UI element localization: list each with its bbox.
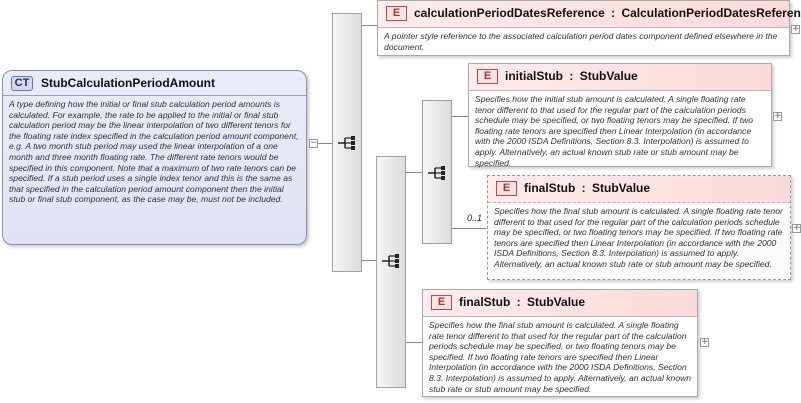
type-separator: : xyxy=(581,181,586,195)
element-box-calculation-period-dates-reference[interactable]: E calculationPeriodDatesReference : Calc… xyxy=(377,0,801,56)
element-badge: E xyxy=(496,181,517,196)
connector-ct-to-sequence xyxy=(318,143,332,144)
complex-type-name: StubCalculationPeriodAmount xyxy=(41,76,215,90)
element-header: E finalStub : StubValue xyxy=(488,176,790,203)
cardinality-label: 0..1 xyxy=(467,213,483,223)
element-name: initialStub xyxy=(505,69,563,83)
connector-seq1-to-element-1 xyxy=(362,25,378,26)
connector-seq2-to-element-2 xyxy=(452,116,468,117)
element-badge: E xyxy=(477,69,498,84)
sequence-compositor-3[interactable] xyxy=(422,100,452,244)
element-description: A pointer style reference to the associa… xyxy=(384,31,778,52)
type-separator: : xyxy=(516,295,521,309)
complex-type-box[interactable]: CT StubCalculationPeriodAmount A type de… xyxy=(2,70,307,245)
element-description: Specifies how the initial stub amount is… xyxy=(475,94,754,168)
element-header: E finalStub : StubValue xyxy=(423,290,697,317)
element-name: finalStub xyxy=(524,181,576,195)
expand-icon[interactable]: + xyxy=(700,337,709,347)
element-description: Specifies how the final stub amount is c… xyxy=(429,320,692,394)
element-description: Specifies how the final stub amount is c… xyxy=(494,206,783,269)
element-title: calculationPeriodDatesReference : Calcul… xyxy=(414,6,801,20)
expand-icon[interactable]: + xyxy=(791,24,800,34)
element-header: E initialStub : StubValue xyxy=(469,64,771,91)
element-badge: E xyxy=(386,6,407,21)
type-separator: : xyxy=(611,6,616,20)
element-title: finalStub : StubValue xyxy=(524,181,650,195)
sequence-icon xyxy=(382,254,399,268)
sequence-icon xyxy=(428,166,445,180)
element-type: StubValue xyxy=(592,181,651,195)
sequence-compositor-1[interactable] xyxy=(332,13,362,272)
connector-seq2-to-element-3 xyxy=(452,228,486,229)
element-box-final-stub[interactable]: E finalStub : StubValue Specifies how th… xyxy=(422,289,698,397)
element-type: StubValue xyxy=(579,69,638,83)
connector-choice-to-seq2 xyxy=(406,172,422,173)
complex-type-description: A type defining how the initial or final… xyxy=(9,99,299,205)
expand-icon[interactable]: + xyxy=(773,111,782,121)
element-name: calculationPeriodDatesReference xyxy=(414,6,605,20)
connector-seq1-to-choice xyxy=(362,260,376,261)
element-type: StubValue xyxy=(527,295,586,309)
connector-choice-to-element-4 xyxy=(406,342,422,343)
complex-type-badge: CT xyxy=(11,76,33,91)
element-header: E calculationPeriodDatesReference : Calc… xyxy=(378,1,801,28)
element-badge: E xyxy=(431,295,452,310)
element-title: initialStub : StubValue xyxy=(505,69,638,83)
element-box-final-stub-optional[interactable]: E finalStub : StubValue Specifies how th… xyxy=(487,175,791,280)
expand-icon[interactable]: + xyxy=(792,223,801,233)
sequence-compositor-2[interactable] xyxy=(376,156,406,388)
type-separator: : xyxy=(569,69,574,83)
complex-type-header: CT StubCalculationPeriodAmount xyxy=(3,71,306,96)
element-name: finalStub xyxy=(459,295,511,309)
sequence-icon xyxy=(338,136,355,150)
element-type: CalculationPeriodDatesReference xyxy=(621,6,801,20)
collapse-icon[interactable]: − xyxy=(309,138,318,148)
element-box-initial-stub[interactable]: E initialStub : StubValue Specifies how … xyxy=(468,63,772,168)
element-title: finalStub : StubValue xyxy=(459,295,585,309)
